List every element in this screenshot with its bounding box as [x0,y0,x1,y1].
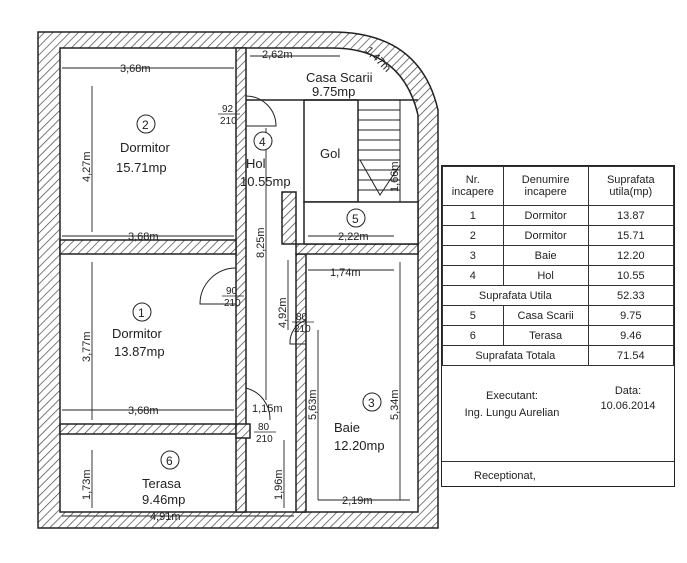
dim-dormitor1-bottom: 3,68m [128,405,159,417]
door-swings [199,95,307,421]
room-markers [132,114,382,470]
row-nr: 4 [442,265,504,286]
dim-baie-bottom: 2,19m [342,495,373,507]
date-label: Data: [614,385,642,397]
dim-dormitor1-height: 3,77m [81,331,93,362]
room-area-baie: 12.20mp [334,438,385,453]
dim-terasa-height: 1,73m [81,469,93,500]
room-name-casa-scarii: Casa Scarii [306,70,373,85]
room-area-hol: 10.55mp [240,174,291,189]
room-number-3: 3 [368,396,375,410]
row-name: Dormitor [502,205,589,226]
row-name: Terasa [502,325,589,346]
dim-hol-lower: 4,92m [277,297,289,328]
executant-info: Executant: Ing. Lungu Aurelian [452,388,572,422]
dim-hol-bottom: 1,15m [252,403,283,415]
door-baie-width: 80 [296,312,308,323]
row-nr: 1 [442,205,504,226]
row-nr: 2 [442,225,504,246]
header-nr: Nr. incapere [442,166,504,206]
room-numbers: 2 4 1 3 6 5 [138,118,375,468]
executant-label: Executant: [486,390,538,402]
room-name-dormitor-2: Dormitor [120,140,171,155]
staircase [358,100,401,202]
dim-hol-height: 8,25m [255,227,267,258]
room-labels: Dormitor 15.71mp Hol 10.55mp Dormitor 13… [112,70,385,507]
row-name: Hol [502,265,589,286]
door-dormitor2-width: 92 [222,104,234,115]
table-header-row: Nr. incapere Denumire incapere Suprafata… [442,166,675,206]
util-label: Suprafata Utila [442,285,589,306]
dim-dormitor2-width: 3,68m [120,63,151,75]
room-number-1: 1 [138,306,145,320]
room-number-4: 4 [259,135,266,149]
door-terasa-height: 210 [256,434,273,445]
util-row: Suprafata Utila 52.33 [442,285,675,306]
room-number-6: 6 [166,454,173,468]
row-area: 12.20 [587,245,675,266]
row-nr: 3 [442,245,504,266]
dim-stair-height: 1,66m [389,161,401,192]
util-value: 52.33 [587,285,675,306]
header-suprafata: Suprafata utila(mp) [587,166,675,206]
dim-dormitor2-bottom: 3,68m [128,231,159,243]
table-row: 2 Dormitor 15.71 [442,225,675,246]
room-name-dormitor-1: Dormitor [112,326,163,341]
table-row: 4 Hol 10.55 [442,265,675,286]
door-labels: 92 210 90 210 80 210 80 210 [218,104,314,445]
executant-name: Ing. Lungu Aurelian [464,407,560,419]
table-row: 3 Baie 12.20 [442,245,675,266]
door-terasa-width: 80 [258,422,270,433]
dim-terasa-right-height: 1,96m [273,469,285,500]
table-row: 1 Dormitor 13.87 [442,205,675,226]
date-info: Data: 10.06.2014 [588,384,668,414]
dim-casa-scarii-width: 2,62m [262,49,293,61]
door-dormitor1-width: 90 [226,286,238,297]
table-row: 5 Casa Scarii 9.75 [442,305,675,326]
row-area: 10.55 [587,265,675,286]
room-area-dormitor-2: 15.71mp [116,160,167,175]
dim-baie-right-height: 5,34m [389,389,401,420]
row-nr: 6 [442,325,504,346]
date-value: 10.06.2014 [600,400,656,412]
room-area-dormitor-1: 13.87mp [114,344,165,359]
header-denumire: Denumire incapere [502,166,589,206]
dimension-labels: 3,68m 2,62m 1,47m 4,27m 3,68m 8,25m 1,66… [81,45,401,523]
interior-walls [59,47,419,513]
dim-room5-width: 2,22m [338,231,369,243]
total-label: Suprafata Totala [442,345,589,366]
room-name-hol: Hol [246,156,266,171]
room-number-2: 2 [142,118,149,132]
receptionat-label: Receptionat, [474,470,536,482]
room-name-terasa: Terasa [142,476,182,491]
row-area: 13.87 [587,205,675,226]
door-baie-height: 210 [294,324,311,335]
row-name: Baie [502,245,589,266]
door-dormitor1-height: 210 [224,298,241,309]
total-value: 71.54 [587,345,675,366]
dim-baie-top: 1,74m [330,267,361,279]
surface-table-panel: Nr. incapere Denumire incapere Suprafata… [441,165,675,487]
row-name: Casa Scarii [502,305,589,326]
row-nr: 5 [442,305,504,326]
row-name: Dormitor [502,225,589,246]
dimension-lines [62,55,410,517]
room-area-casa-scarii: 9.75mp [312,84,355,99]
room-number-5: 5 [352,212,359,226]
table-row: 6 Terasa 9.46 [442,325,675,346]
door-dormitor2-height: 210 [220,116,237,127]
dim-dormitor2-height: 4,27m [81,151,93,182]
dim-baie-left-height: 5,63m [307,389,319,420]
surface-table: Nr. incapere Denumire incapere Suprafata… [442,166,675,366]
row-area: 9.46 [587,325,675,346]
row-area: 15.71 [587,225,675,246]
stair-gol-label: Gol [320,146,340,161]
room-area-terasa: 9.46mp [142,492,185,507]
executant-block: Executant: Ing. Lungu Aurelian Data: 10.… [442,366,674,462]
room-name-baie: Baie [334,420,360,435]
row-area: 9.75 [587,305,675,326]
total-row: Suprafata Totala 71.54 [442,345,675,366]
dim-terasa-width: 4,91m [150,511,181,523]
